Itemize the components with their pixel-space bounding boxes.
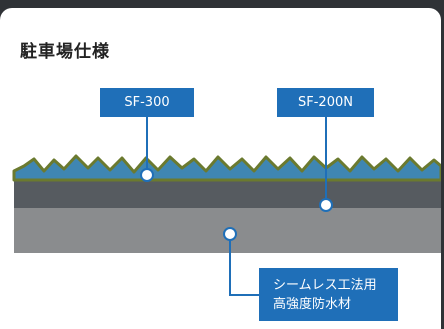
waterproof-layer — [14, 180, 441, 208]
page-title: 駐車場仕様 — [20, 42, 110, 62]
connector-line-seamless — [229, 234, 259, 296]
label-sf300-text: SF-300 — [124, 95, 170, 110]
label-sf200n: SF-200N — [277, 88, 374, 117]
marker-dot-seamless — [223, 227, 237, 241]
spec-card: 駐車場仕様 SF-300 SF-200N シームレス工法用 高強度防水材 — [0, 8, 441, 329]
aggregate-surface-layer — [12, 154, 441, 182]
marker-dot-sf200n — [319, 198, 333, 212]
label-seamless-line2: 高強度防水材 — [273, 296, 352, 312]
label-seamless-line1: シームレス工法用 — [273, 277, 377, 293]
label-seamless-waterproof: シームレス工法用 高強度防水材 — [259, 268, 398, 321]
marker-dot-sf300 — [140, 168, 154, 182]
label-sf300: SF-300 — [100, 88, 194, 117]
label-sf200n-text: SF-200N — [298, 95, 353, 110]
layer-diagram — [12, 117, 441, 296]
